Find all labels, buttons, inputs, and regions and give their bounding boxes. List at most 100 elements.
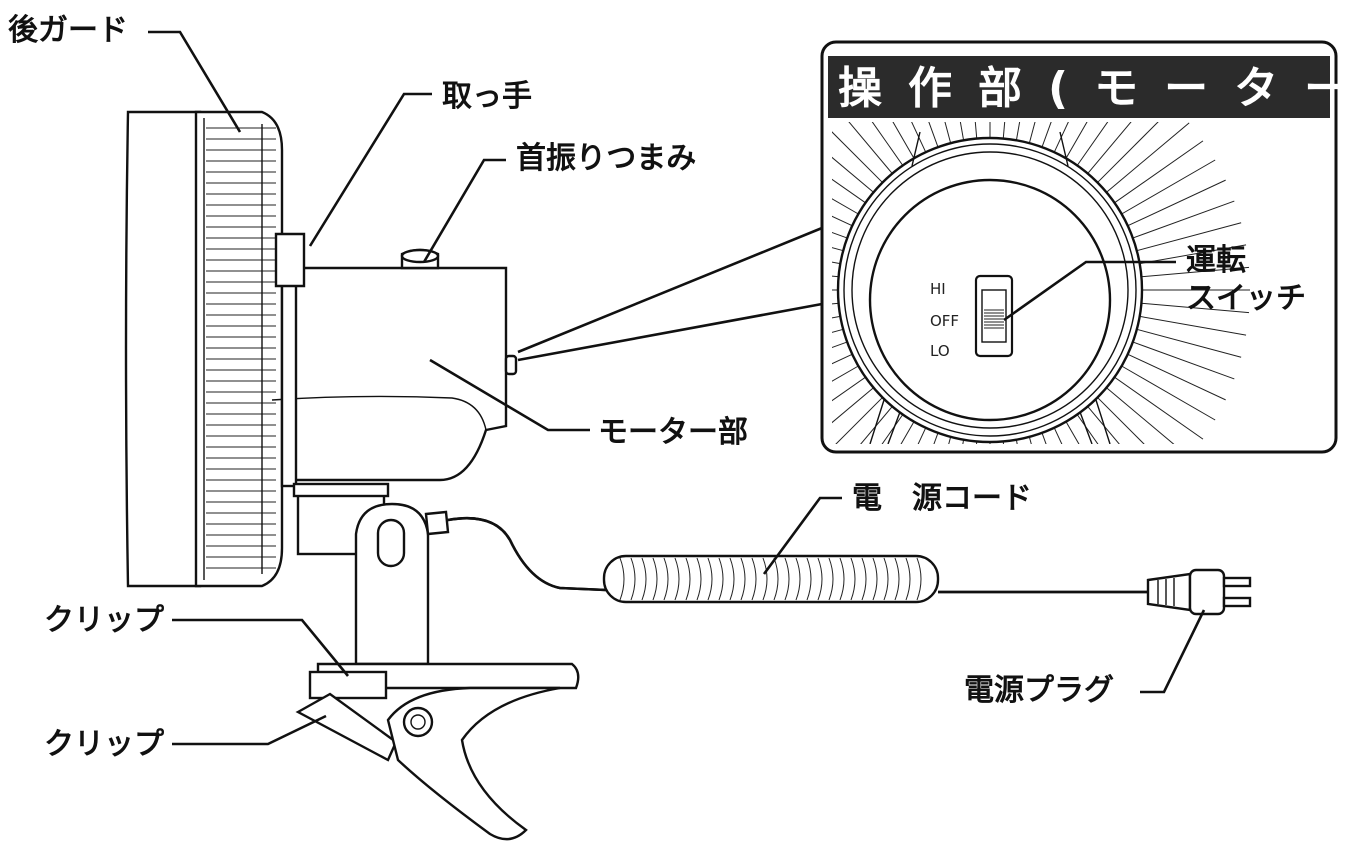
coil-turn	[883, 557, 889, 601]
rear-view-rib	[832, 215, 855, 228]
coil-turn	[663, 557, 669, 601]
rear-view-rib	[974, 122, 978, 141]
label-handle: 取っ手	[442, 79, 532, 114]
leader-motor-unit	[429, 358, 590, 432]
rear-view-rib	[1112, 140, 1204, 205]
coil-turn	[861, 557, 867, 601]
switch-position-lo: LO	[930, 342, 950, 360]
leader-clip-upper	[172, 618, 350, 677]
front-guard-rim	[124, 110, 202, 588]
rear-view-rib	[1125, 179, 1226, 228]
rear-view-rib	[832, 375, 868, 402]
stand-neck-cap	[292, 482, 390, 498]
rear-view-rib	[900, 419, 916, 444]
callouts: 後ガード 取っ手 首振りつまみ モーター部 電 源コード クリップ クリップ 電…	[8, 13, 1206, 762]
motor-housing	[290, 266, 508, 482]
label-rear-guard: 後ガード	[8, 13, 128, 48]
coil-turn	[696, 557, 702, 601]
rear-view-rib	[1052, 425, 1063, 444]
rear-view-rib	[1015, 122, 1021, 143]
coil-turn	[828, 557, 834, 601]
switch-label-line2: スイッチ	[1186, 281, 1306, 316]
rear-view-rib	[832, 131, 885, 185]
coiled-cord-turns	[619, 557, 922, 601]
coil-turn	[773, 557, 779, 601]
coil-turn	[817, 557, 823, 601]
leader-oscillation-knob	[422, 158, 506, 263]
coil-turn	[894, 557, 900, 601]
switch-label-line1: 運転	[1186, 243, 1246, 278]
coil-turn	[729, 557, 735, 601]
operation-switch-knob[interactable]	[984, 309, 1004, 329]
rear-view-rib	[928, 122, 940, 150]
rear-view-rib	[832, 386, 876, 424]
coil-turn	[674, 557, 680, 601]
rear-view-rib	[1064, 122, 1088, 161]
coil-turn	[619, 557, 625, 601]
rear-view-rib	[1137, 315, 1247, 336]
switch-position-hi: HI	[930, 280, 946, 298]
leader-power-cord	[762, 496, 842, 575]
coil-turn	[916, 557, 922, 601]
label-clip-lower: クリップ	[44, 727, 165, 762]
rear-view-rib	[860, 404, 894, 444]
rear-view-rib	[1130, 200, 1235, 240]
power-cord-section-a	[447, 516, 607, 592]
coil-turn	[839, 557, 845, 601]
rear-view-rib	[832, 198, 861, 216]
rear-view-rib	[1075, 122, 1109, 168]
rear-view-rib	[1028, 122, 1036, 146]
coil-turn	[850, 557, 856, 601]
label-power-cord: 電 源コード	[852, 481, 1032, 516]
coil-turn	[751, 557, 757, 601]
cord-strain-relief	[424, 510, 450, 536]
rear-view-rib	[1139, 266, 1250, 278]
clip-upper-pad	[308, 670, 388, 700]
plug-prong-bottom	[1222, 596, 1252, 608]
rear-view-rib	[1119, 159, 1216, 216]
coil-turn	[905, 557, 911, 601]
label-power-plug: 電源プラグ	[964, 673, 1114, 708]
clip-hinge-inner	[410, 714, 426, 730]
rear-view-rib	[1086, 404, 1120, 444]
coil-turn	[762, 557, 768, 601]
rear-view-rib	[1095, 122, 1159, 185]
rear-view-top-ribs	[911, 131, 1069, 167]
rear-view-rib	[1064, 419, 1080, 444]
power-cord-section-b	[447, 516, 607, 592]
rear-view-rib	[892, 122, 916, 161]
clip-lower-jaw	[295, 692, 398, 762]
clip-fan-illustration	[124, 110, 1252, 841]
handle	[274, 232, 306, 288]
rear-view-rib	[848, 122, 894, 176]
coil-turn	[795, 557, 801, 601]
rear-view-rib	[917, 425, 928, 444]
oscillation-knob-top	[400, 248, 440, 264]
rear-view-rib	[832, 352, 855, 365]
motor-flange	[280, 256, 298, 488]
rear-view-rib	[1139, 302, 1250, 314]
rear-view-rib	[871, 122, 905, 168]
power-plug-head	[1188, 568, 1226, 616]
leader-handle	[308, 92, 432, 247]
power-plug-body	[1146, 572, 1192, 612]
rear-view-rib	[944, 122, 952, 146]
rear-view-rib	[832, 178, 868, 205]
rear-view-rib	[835, 395, 885, 444]
switch-nub	[504, 354, 518, 376]
inset-title-bar	[828, 56, 1330, 118]
coil-turn	[652, 557, 658, 601]
coil-turn	[641, 557, 647, 601]
rear-view-stand-right	[1079, 399, 1111, 444]
label-motor-unit: モーター部	[598, 415, 748, 450]
rear-view-rib	[1104, 386, 1175, 444]
leader-clip-lower	[172, 714, 327, 746]
rear-guard	[194, 110, 284, 588]
switch-leader-line	[1003, 260, 1176, 322]
rear-view-ring-3	[851, 151, 1129, 429]
rear-view-rib	[1040, 122, 1052, 150]
leader-rear-guard	[148, 30, 242, 133]
coil-turn	[806, 557, 812, 601]
rear-view-rib	[832, 156, 876, 194]
